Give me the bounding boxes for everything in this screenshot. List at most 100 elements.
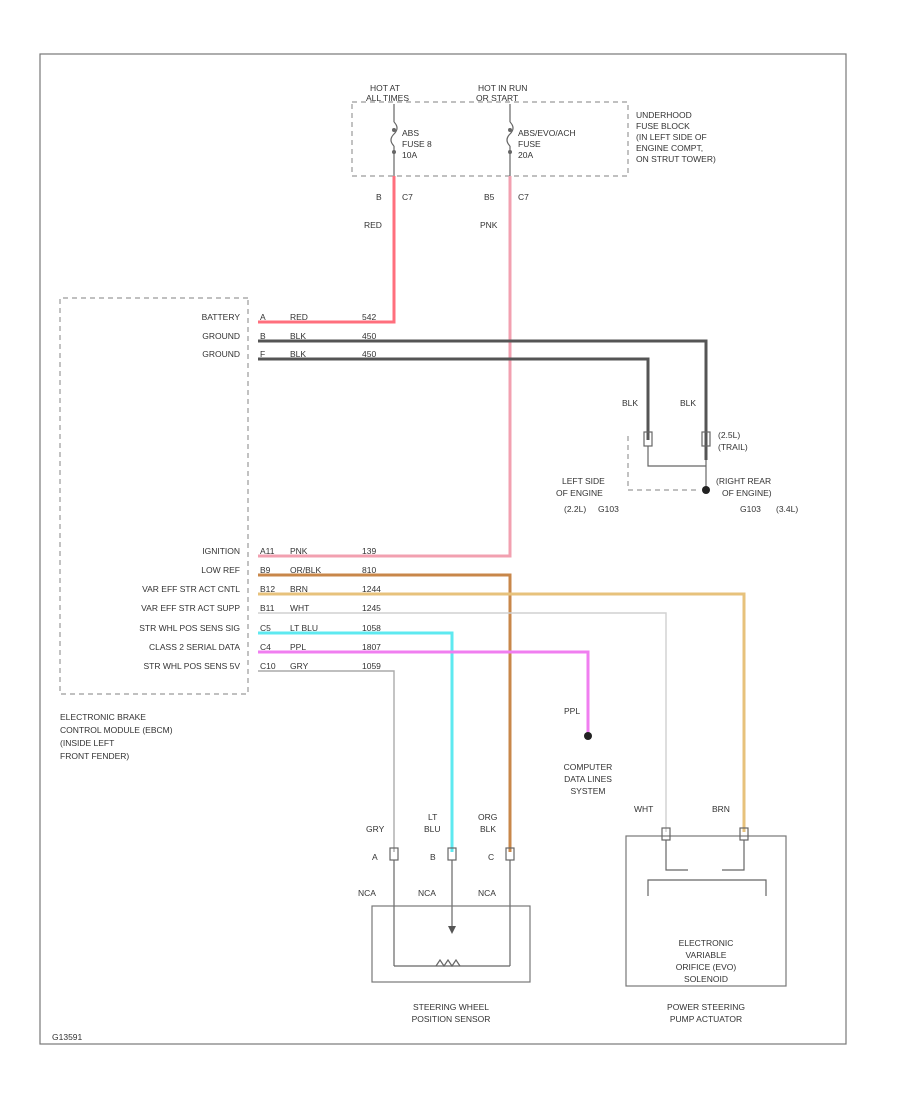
sensor-wire-blu: BLU [424,824,441,834]
data-link-splice [584,732,592,740]
wire-class2-ppl [258,650,590,734]
wire-battery-red [258,176,396,324]
fuse-block-loc-2: FUSE BLOCK [636,121,690,131]
sensor-label-2: POSITION SENSOR [412,1014,491,1024]
module-row-circuit: 1245 [362,603,381,613]
fuse-block-loc-3: (IN LEFT SIDE OF [636,132,707,142]
solenoid-label-4: SOLENOID [684,974,728,984]
sensor-wire-lt: LT [428,812,437,822]
ground-right-engine: (3.4L) [776,504,798,514]
diagram-footer-code: G13591 [52,1032,83,1042]
ebcm-label-3: (INSIDE LEFT [60,738,114,748]
sensor-wire-blk: BLK [480,824,496,834]
ground-left-side-1: LEFT SIDE [562,476,605,486]
module-row-name: STR WHL POS SENS 5V [143,661,240,671]
module-row-color: RED [290,312,308,322]
module-row-circuit: 450 [362,349,376,359]
fuse-abs-evo-rating: 20A [518,150,533,160]
module-row-name: BATTERY [202,312,241,322]
sensor-wiper-arrow [448,926,456,934]
fuse-pin-b: B [376,192,382,202]
fuse-block-loc-1: UNDERHOOD [636,110,692,120]
module-row-pin: F [260,349,265,359]
ground-wire-blk-1: BLK [622,398,638,408]
fuse-8-rating: 10A [402,150,417,160]
sensor-resistor-symbol [435,958,461,968]
module-row-circuit: 542 [362,312,376,322]
sensor-label-1: STEERING WHEEL [413,1002,489,1012]
wire-evo-cntl-brn [258,592,746,832]
fuse-block-loc-5: ON STRUT TOWER) [636,154,716,164]
steering-wheel-position-sensor [371,905,531,983]
module-row-pin: C4 [260,642,271,652]
fuse-8-symbol [390,104,398,176]
module-row-color: GRY [290,661,309,671]
ground-right-rear-2: OF ENGINE) [722,488,772,498]
hot-in-run-1: HOT IN RUN [478,83,527,93]
module-row-pin: B11 [260,603,275,613]
sensor-wire-gry: GRY [366,824,385,834]
ground-wire-blk-2: BLK [680,398,696,408]
wire-str-5v-gry [258,670,395,852]
module-row-color: PPL [290,642,306,652]
hot-at-all-times-1: HOT AT [370,83,400,93]
sensor-nca-b: NCA [418,888,436,898]
module-row-circuit: 1058 [362,623,381,633]
module-row-color: OR/BLK [290,565,322,575]
fuse-block-loc-4: ENGINE COMPT, [636,143,703,153]
ebcm-label-1: ELECTRONIC BRAKE [60,712,146,722]
sensor-pin-c: C [488,852,494,862]
data-link-label-1: COMPUTER [564,762,613,772]
ground-connector-right [701,431,711,447]
wire-str-sig-ltblu [258,631,454,852]
sensor-nca-a: NCA [358,888,376,898]
ebcm-label-4: FRONT FENDER) [60,751,129,761]
ground-right-rear-1: (RIGHT REAR [716,476,771,486]
module-row-color: LT BLU [290,623,318,633]
ebcm-outline [59,297,249,695]
ground-point [702,486,710,494]
data-link-label-3: SYSTEM [571,786,606,796]
fuse-8-number: FUSE 8 [402,139,432,149]
wire-evo-supp-wht [258,612,667,832]
module-row-name: VAR EFF STR ACT CNTL [142,584,240,594]
ground-engine-2-5l: (2.5L) [718,430,740,440]
module-row-circuit: 139 [362,546,376,556]
module-row-name: CLASS 2 SERIAL DATA [149,642,240,652]
ground-left-side-3: (2.2L) [564,504,586,514]
wire-ground-f-blk [258,357,650,440]
ground-jumper [647,446,706,467]
module-row-color: BLK [290,349,306,359]
fuse-abs-evo-symbol [506,104,514,176]
module-row-color: BLK [290,331,306,341]
module-row-name: VAR EFF STR ACT SUPP [141,603,240,613]
fuse-8-name: ABS [402,128,419,138]
fuse-block-outline [351,101,629,177]
module-row-circuit: 1807 [362,642,381,652]
sensor-nca-c: NCA [478,888,496,898]
ground-dash-outline [627,436,700,491]
ground-left-code: G103 [598,504,619,514]
module-row-pin: A [260,312,266,322]
module-row-name: STR WHL POS SENS SIG [139,623,240,633]
solenoid-coil [647,879,767,896]
solenoid-label-1: ELECTRONIC [679,938,734,948]
sensor-pin-a: A [372,852,378,862]
actuator-label-2: PUMP ACTUATOR [670,1014,742,1024]
wire-ignition-pnk [258,176,512,558]
module-row-circuit: 1059 [362,661,381,671]
fuse-abs-evo-name: ABS/EVO/ACH [518,128,576,138]
module-row-pin: C10 [260,661,276,671]
module-row-color: BRN [290,584,308,594]
module-row-pin: B [260,331,266,341]
module-row-pin: C5 [260,623,271,633]
solenoid-label-2: VARIABLE [686,950,727,960]
hot-at-all-times-2: ALL TIMES [366,93,409,103]
module-row-color: PNK [290,546,308,556]
fuse-wire-pnk: PNK [480,220,498,230]
sensor-pin-b: B [430,852,436,862]
ground-left-side-2: OF ENGINE [556,488,603,498]
data-link-wire: PPL [564,706,580,716]
module-row-color: WHT [290,603,309,613]
